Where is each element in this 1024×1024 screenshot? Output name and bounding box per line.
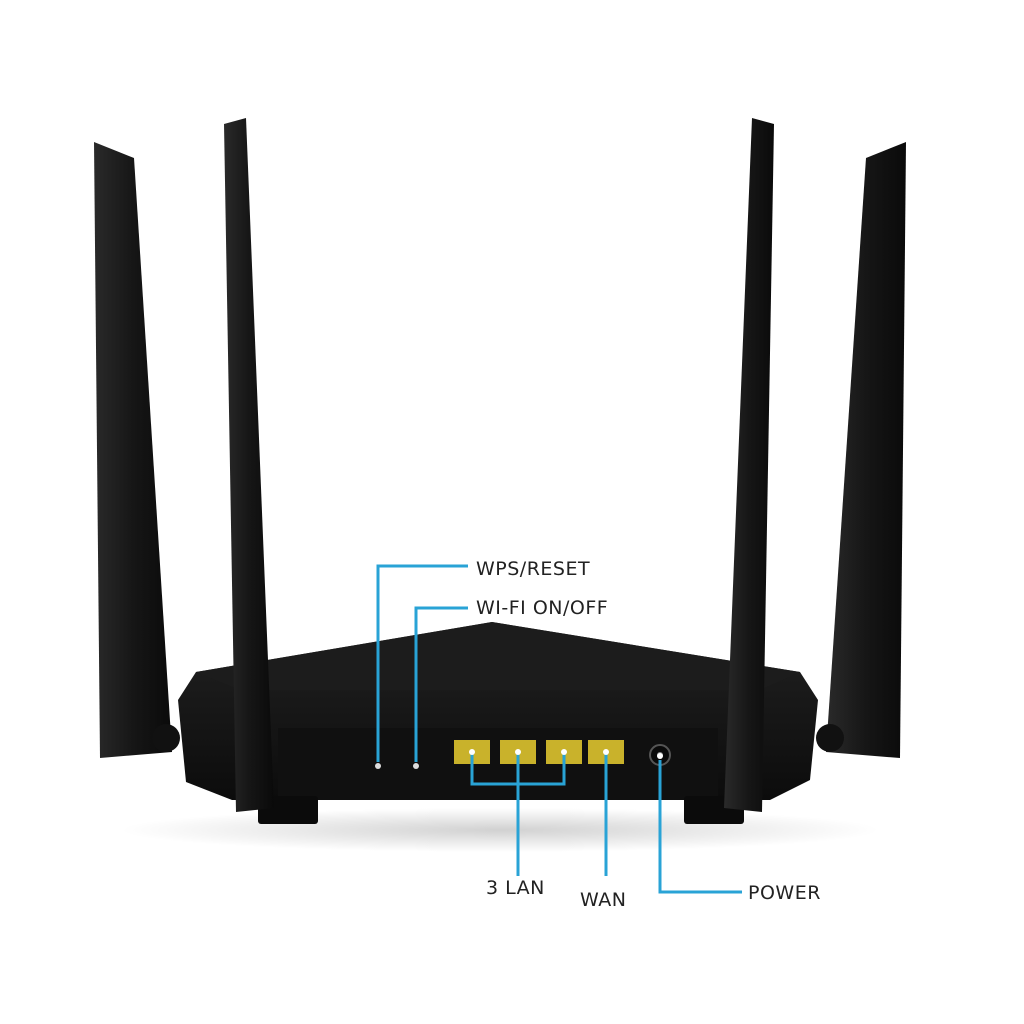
lan-label: 3 LAN — [486, 877, 545, 899]
callout-lines — [376, 564, 742, 894]
wan-label: WAN — [580, 889, 626, 911]
wps-reset-callout-line — [376, 564, 468, 762]
antenna-right-outer — [816, 142, 906, 758]
power-callout-line — [658, 760, 742, 894]
antenna-right-inner — [724, 118, 774, 812]
wifi-toggle-button — [413, 763, 419, 769]
power-label: POWER — [748, 882, 821, 904]
wifi-toggle-label: WI-FI ON/OFF — [476, 597, 608, 619]
antenna-left-outer — [94, 142, 180, 758]
wifi-toggle-callout-line — [414, 606, 468, 762]
callout-dots — [469, 749, 663, 759]
antenna-left-inner — [224, 118, 274, 812]
router-body — [178, 622, 818, 824]
wps-reset-button — [375, 763, 381, 769]
floor-shadow — [120, 808, 880, 852]
wps-reset-label: WPS/RESET — [476, 558, 590, 580]
